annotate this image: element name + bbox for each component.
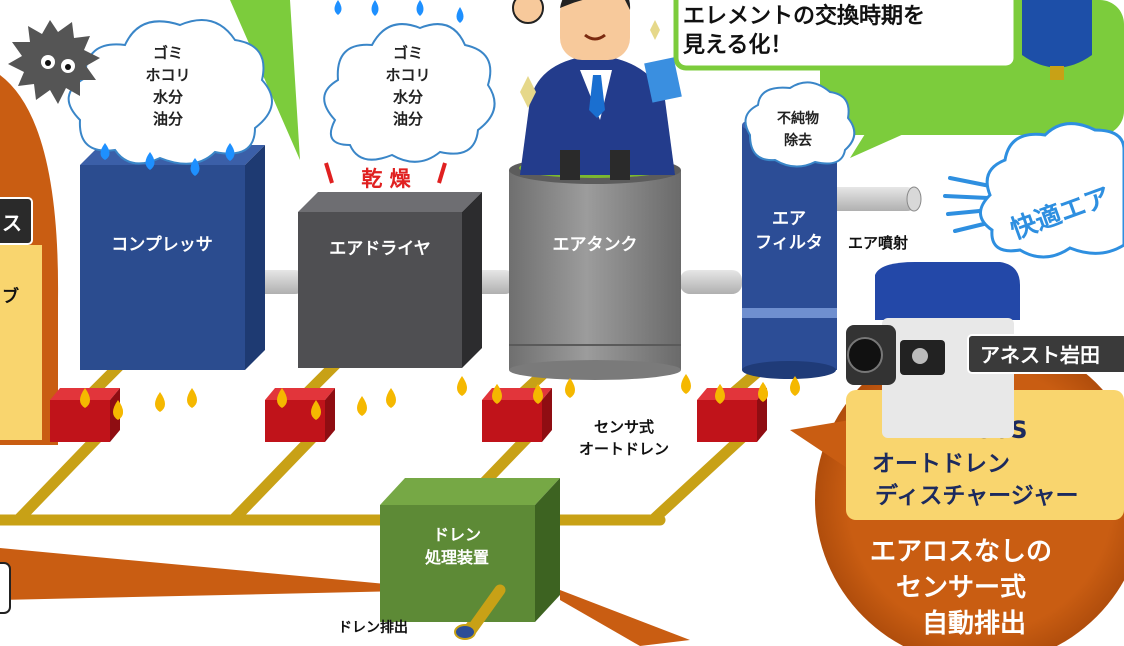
cloud-filter: 不純物 除去 — [744, 81, 856, 168]
dry-text: 乾 燥 — [361, 167, 411, 191]
drain-unit-label-1: ドレン — [433, 525, 481, 544]
valve-4 — [697, 388, 767, 442]
cloud-filter-2: 除去 — [784, 132, 812, 149]
cloud-mid-2: ホコリ — [385, 66, 430, 84]
dryer-label: エアドライヤ — [329, 239, 431, 259]
feature-line3: 自動排出 — [922, 608, 1026, 639]
cloud-mid-3: 水分 — [393, 88, 423, 106]
cloud-mid-4: 油分 — [393, 110, 423, 128]
callout-line1: エレメントの交換時期を — [683, 3, 925, 29]
drain-processing-unit: ドレン 処理装置 — [380, 478, 560, 622]
dust-ball-icon — [8, 20, 100, 104]
valve-3 — [482, 388, 552, 442]
feature-line2: センサー式 — [896, 573, 1026, 603]
tank-label: エアタンク — [553, 235, 638, 255]
product-name-2: ディスチャージャー — [875, 482, 1079, 509]
air-tank: エアタンク — [509, 156, 681, 380]
water-droplets — [100, 0, 464, 176]
filter-label-1: エア — [772, 209, 806, 229]
auto-drain-product-image — [846, 262, 1020, 438]
valve-2 — [265, 388, 335, 442]
sensor-drain-label-1: センサ式 — [594, 418, 654, 436]
left-bubble-text: ブ — [2, 286, 19, 307]
green-callout: エレメントの交換時期を 見える化！ — [673, 0, 1124, 158]
sensor-drain-label-2: オートドレン — [579, 440, 669, 458]
air-dryer: エアドライヤ — [298, 192, 482, 368]
filter-label-2: フィルタ — [755, 233, 823, 253]
cloud-left-3: 水分 — [153, 88, 183, 106]
drain-outlet — [454, 584, 506, 640]
cloud-filter-1: 不純物 — [777, 110, 819, 127]
cloud-mid-1: ゴミ — [393, 44, 423, 62]
brand-badge: アネスト岩田 — [967, 334, 1124, 374]
compressor-label: コンプレッサ — [111, 234, 213, 255]
left-badge-text: ス — [2, 211, 22, 235]
comfort-air-cloud: 快適エア — [943, 122, 1124, 259]
right-orange-bubble: ADD-30S オートドレン ディスチャージャー エアロスなしの センサー式 自… — [560, 335, 1124, 646]
oil-droplets — [80, 374, 800, 420]
drain-unit-label-2: 処理装置 — [425, 548, 489, 567]
brand-text: アネスト岩田 — [980, 343, 1100, 367]
cloud-left-4: 油分 — [153, 110, 183, 128]
callout-line2: 見える化！ — [683, 32, 792, 58]
feature-line1: エアロスなしの — [870, 537, 1052, 567]
drain-out-label: ドレン排出 — [338, 619, 408, 636]
compressor: コンプレッサ — [80, 145, 265, 370]
businessman-mascot-icon — [512, 0, 682, 180]
dry-label: 乾 燥 — [324, 162, 447, 191]
cloud-left-2: ホコリ — [145, 66, 190, 84]
cloud-mid: ゴミ ホコリ 水分 油分 — [323, 23, 496, 163]
product-name-1: オートドレン — [872, 451, 1010, 477]
oil-droplets-front — [80, 382, 768, 420]
left-orange-bubble: ス ブ — [0, 75, 450, 614]
filter-bowl-icon — [1022, 0, 1092, 80]
cloud-left-1: ゴミ — [153, 44, 183, 62]
green-pointer-left — [0, 0, 300, 160]
air-spray-label: エア噴射 — [848, 234, 908, 252]
cloud-left: ゴミ ホコリ 水分 油分 — [67, 19, 273, 165]
